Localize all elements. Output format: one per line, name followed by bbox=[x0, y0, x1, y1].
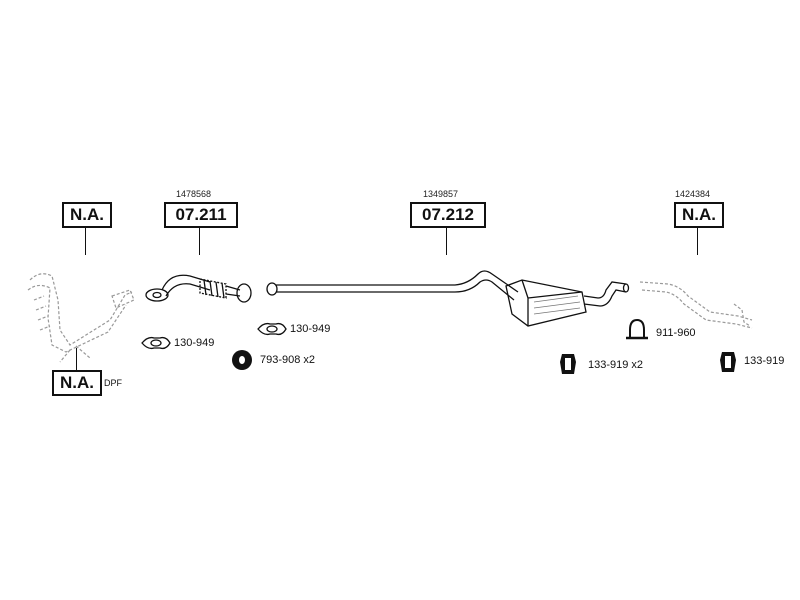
part-box-na-1: N.A. bbox=[62, 202, 112, 228]
rubber-mount-3-label: 133-919 bbox=[744, 355, 785, 367]
leader-line-1 bbox=[85, 228, 86, 255]
tail-pipe-drawing bbox=[639, 281, 753, 329]
part-ref-number: 1349857 bbox=[423, 189, 459, 199]
part-ref-number: 1424384 bbox=[675, 189, 711, 199]
part-box-na-2: N.A. bbox=[674, 202, 724, 228]
part-box-07212: 07.212 bbox=[410, 202, 486, 228]
gasket-1-icon bbox=[141, 336, 171, 350]
clamp-icon bbox=[626, 318, 648, 340]
part-box-na-dpf: N.A. bbox=[52, 370, 102, 396]
front-pipe-drawing bbox=[145, 274, 252, 303]
dpf-label: DPF bbox=[104, 378, 122, 388]
leader-line-5 bbox=[76, 348, 77, 370]
part-box-07211: 07.211 bbox=[164, 202, 238, 228]
rubber-mount-1-icon bbox=[232, 350, 252, 370]
rubber-mount-1-label: 793-908 x2 bbox=[260, 354, 316, 366]
leader-line-3 bbox=[446, 228, 447, 255]
part-ref-number: 1478568 bbox=[176, 189, 212, 199]
rubber-mount-3-icon bbox=[720, 352, 736, 372]
gasket-2-label: 130-949 bbox=[290, 323, 331, 335]
gasket-2-icon bbox=[257, 322, 287, 336]
leader-line-2 bbox=[199, 228, 200, 255]
leader-line-4 bbox=[697, 228, 698, 255]
dpf-part-drawing bbox=[27, 273, 135, 363]
rubber-mount-2-label: 133-919 x2 bbox=[588, 359, 644, 371]
rear-silencer-drawing bbox=[266, 270, 630, 327]
gasket-1-label: 130-949 bbox=[174, 337, 215, 349]
rubber-mount-2-icon bbox=[560, 354, 576, 374]
clamp-label: 911-960 bbox=[656, 327, 696, 339]
